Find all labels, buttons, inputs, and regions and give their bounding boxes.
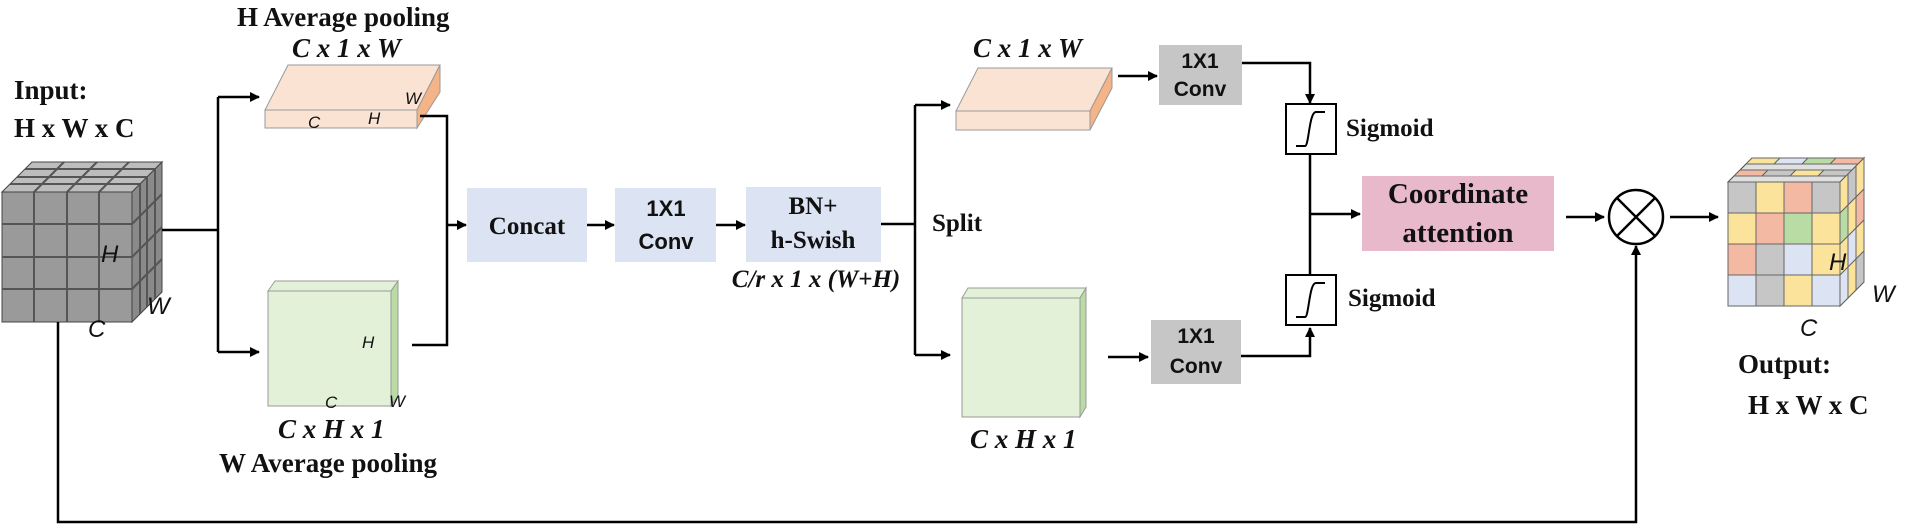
input-dims: H x W x C: [14, 113, 135, 143]
input-axis-w: W: [147, 293, 172, 320]
h-pool-dims: C x 1 x W: [292, 33, 403, 63]
output-cube: [1726, 156, 1866, 308]
concat-box: [467, 188, 587, 262]
conv-mid-line1: 1X1: [646, 196, 685, 221]
multiply-icon: [1607, 188, 1665, 246]
bottom-sigmoid-label: Sigmoid: [1348, 285, 1436, 312]
bottom-branch-slab: [961, 286, 1087, 419]
w-pool-axis-w: W: [389, 392, 407, 411]
w-pool-slab: [267, 279, 399, 408]
bn-dims: C/r x 1 x (W+H): [732, 266, 900, 293]
input-axis-c: C: [88, 316, 106, 343]
bottom-branch-dims: C x H x 1: [970, 424, 1077, 454]
top-sigmoid-label: Sigmoid: [1346, 115, 1434, 142]
coordinate-attention-line2: attention: [1402, 217, 1513, 249]
w-pool-title: W Average pooling: [219, 448, 438, 478]
bottom-conv-line2: Conv: [1170, 355, 1223, 378]
split-connectors: [881, 100, 951, 360]
w-pool-dims: C x H x 1: [278, 414, 385, 444]
input-title: Input:: [14, 75, 88, 105]
h-pool-axis-c: C: [308, 113, 321, 132]
w-pool-axis-h: H: [362, 333, 375, 352]
h-pool-slab: [264, 64, 441, 130]
h-pool-axis-w: W: [405, 89, 423, 108]
bn-box: [746, 187, 881, 262]
coordinate-attention-box: [1362, 176, 1554, 251]
top-sigmoid-icon: [1285, 103, 1337, 155]
bn-line1: BN+: [789, 193, 838, 220]
h-pool-axis-h: H: [368, 109, 381, 128]
output-axis-h: H: [1829, 249, 1847, 276]
output-axis-w: W: [1872, 281, 1897, 308]
bn-line2: h-Swish: [771, 227, 856, 254]
coordinate-attention-line1: Coordinate: [1388, 178, 1528, 210]
top-branch-slab: [955, 67, 1113, 131]
input-axis-h: H: [101, 241, 119, 268]
top-conv-line2: Conv: [1174, 78, 1227, 101]
bottom-conv-to-sigmoid-connector: [1241, 327, 1315, 358]
output-title: Output:: [1738, 349, 1831, 379]
bottom-conv-box: [1151, 320, 1241, 384]
split-label: Split: [932, 210, 983, 237]
pool-to-concat-connectors: [412, 114, 467, 347]
top-conv-box: [1159, 45, 1242, 105]
conv-mid-box: [615, 188, 716, 262]
bottom-conv-line1: 1X1: [1177, 325, 1215, 348]
input-connectors: [162, 92, 260, 357]
top-conv-line1: 1X1: [1181, 50, 1219, 73]
input-cube: [0, 160, 164, 324]
residual-connector: [56, 245, 1641, 524]
h-pool-title: H Average pooling: [237, 2, 450, 32]
concat-label: Concat: [489, 213, 566, 240]
sigmoid-merge-connectors: [1308, 154, 1361, 275]
top-conv-to-sigmoid-connector: [1242, 61, 1315, 104]
w-pool-axis-c: C: [325, 393, 338, 412]
output-dims: H x W x C: [1748, 390, 1869, 420]
top-branch-dims: C x 1 x W: [973, 33, 1084, 63]
output-axis-c: C: [1800, 315, 1818, 342]
bottom-sigmoid-icon: [1285, 274, 1337, 326]
conv-mid-line2: Conv: [639, 229, 695, 254]
